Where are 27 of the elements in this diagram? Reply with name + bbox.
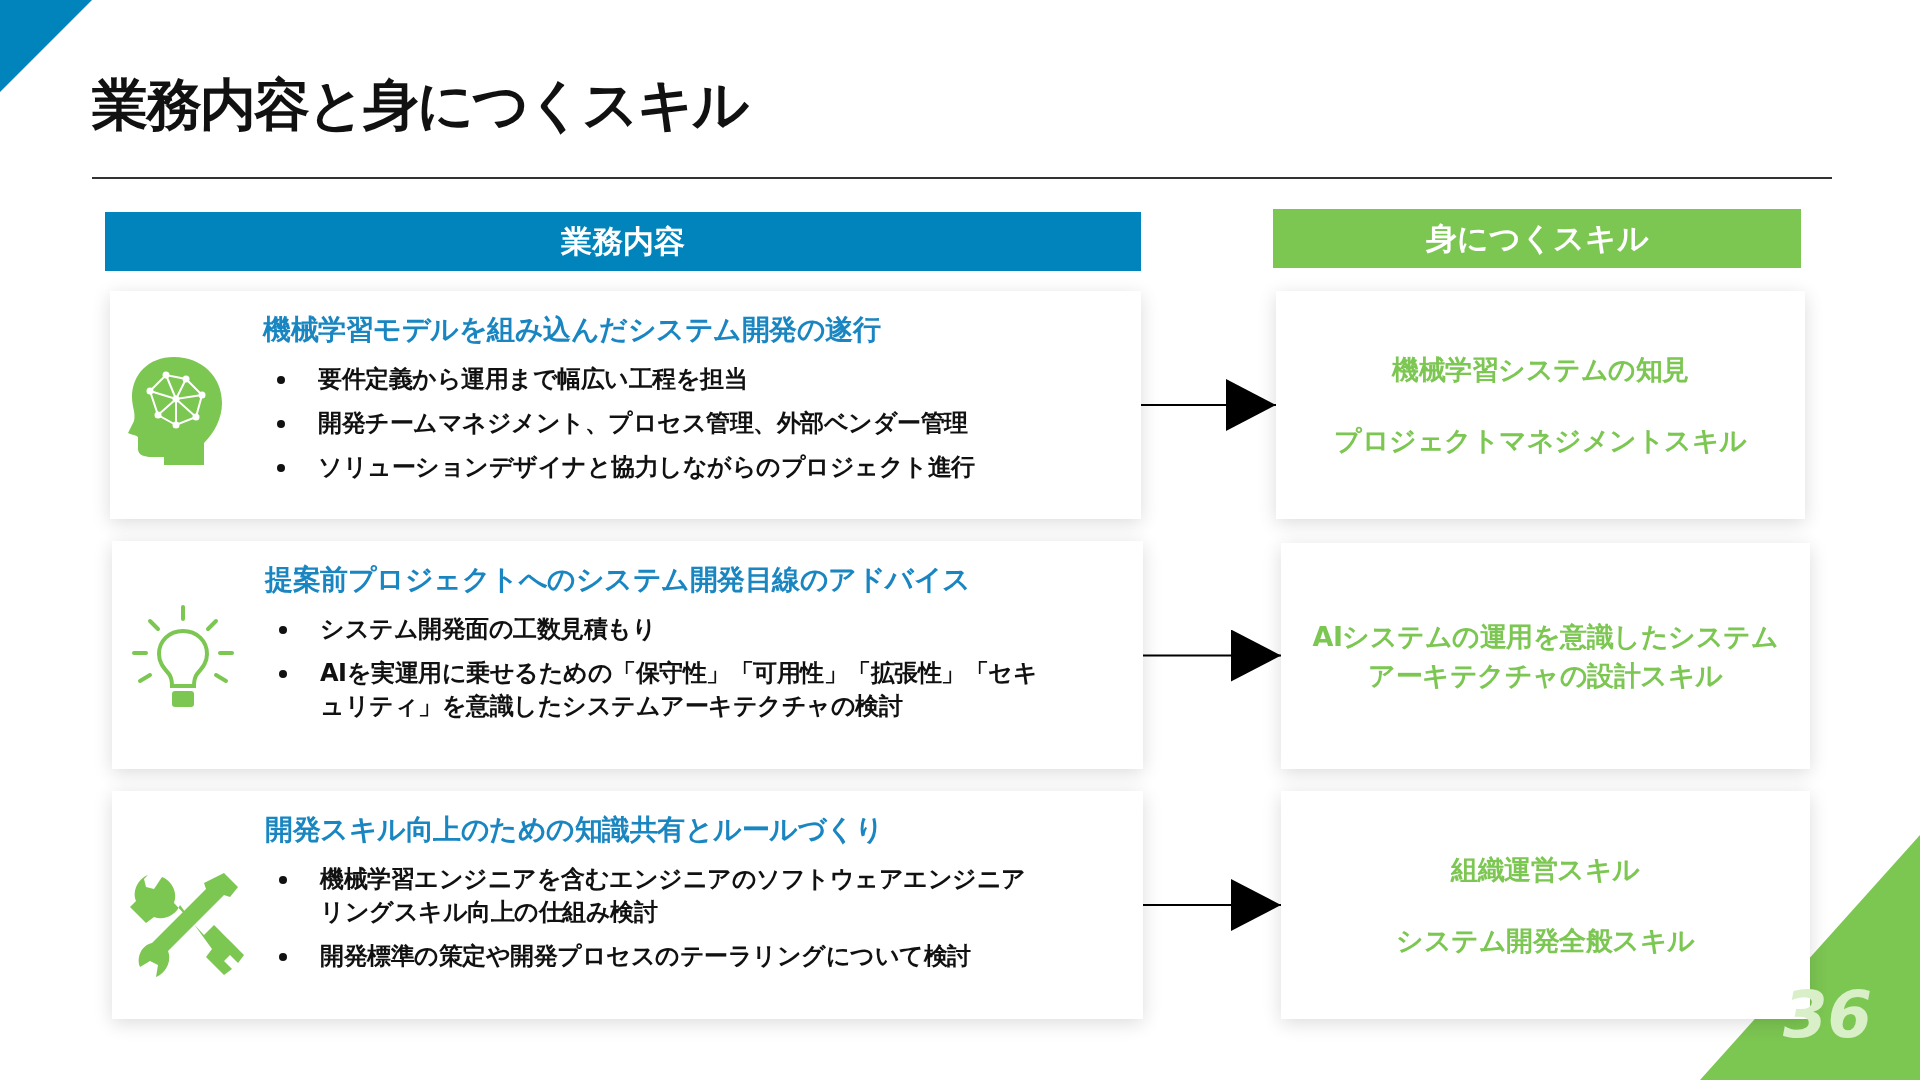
- task-card: [110, 291, 1141, 519]
- skill-card: [1281, 543, 1810, 769]
- arrow: [1142, 629, 1282, 682]
- bullet-item: システム開発面の工数見積もり: [265, 613, 1040, 646]
- bullet-item: AIを実運用に乗せるための「保守性」「可用性」「拡張性」「セキュリティ」を意識したシステムアーキテクチャの検討: [265, 657, 1040, 723]
- skill-card: [1276, 291, 1805, 519]
- page-number: 36: [1782, 978, 1872, 1052]
- arrow: [1142, 879, 1282, 931]
- task-card: [112, 791, 1143, 1019]
- task-card: [112, 541, 1143, 769]
- bullet-item: 開発チームマネジメント、プロセス管理、外部ベンダー管理: [263, 407, 1038, 440]
- bullet-item: ソリューションデザイナと協力しながらのプロジェクト進行: [263, 451, 1038, 484]
- column-header: 身につくスキル: [1273, 209, 1801, 268]
- bullet-item: 要件定義から運用まで幅広い工程を担当: [263, 363, 1038, 396]
- bullet-item: 開発標準の策定や開発プロセスのテーラリングについて検討: [265, 940, 1040, 973]
- arrow: [1140, 379, 1277, 431]
- skill-text: システム開発全般スキル: [1396, 923, 1695, 958]
- skill-text: 機械学習システムの知見: [1392, 353, 1689, 388]
- skill-text: 組織運営スキル: [1451, 853, 1640, 888]
- task-heading: 開発スキル向上のための知識共有とルールづくり: [265, 812, 884, 848]
- slide-title: 業務内容と身につくスキル: [92, 71, 747, 139]
- skill-text: プロジェクトマネジメントスキル: [1334, 423, 1747, 458]
- skill-text: AIシステムの運用を意識したシステムアーキテクチャの設計スキル: [1311, 620, 1780, 693]
- task-heading: 機械学習モデルを組み込んだシステム開発の遂行: [263, 312, 882, 348]
- bullet-item: 機械学習エンジニアを含むエンジニアのソフトウェアエンジニアリングスキル向上の仕組み検討: [265, 863, 1040, 929]
- task-heading: 提案前プロジェクトへのシステム開発目線のアドバイス: [265, 562, 972, 598]
- column-header: 業務内容: [105, 212, 1141, 271]
